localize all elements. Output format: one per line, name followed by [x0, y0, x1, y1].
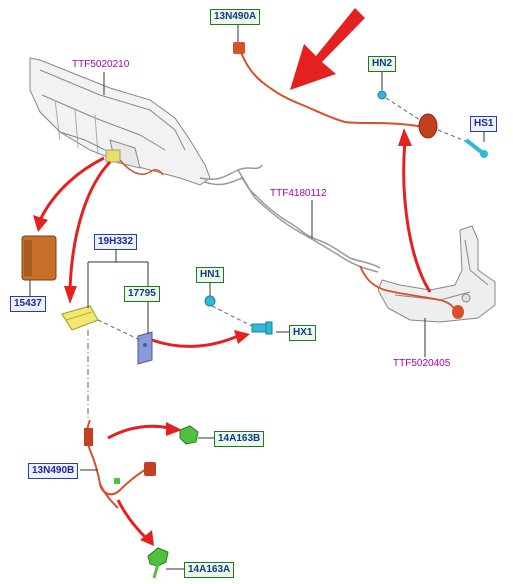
label-13n490a: 13N490A: [210, 9, 261, 25]
label-leader-lines: [29, 22, 485, 471]
red-arrowhead-14a163a: [140, 530, 154, 546]
red-arrow-to-19h332: [68, 160, 112, 291]
clip-icon: [179, 425, 199, 445]
clip-small-green: [114, 478, 120, 484]
connector-13n490b-b: [144, 462, 156, 476]
label-ttf4180112: TTF4180112: [270, 188, 327, 199]
label-14a163b: 14A163B: [214, 431, 265, 447]
label-ttf5020210: TTF5020210: [72, 59, 130, 70]
label-15437: 15437: [10, 296, 46, 312]
connector-icon: [61, 305, 99, 331]
connector-frame: [105, 149, 121, 163]
bracket-icon: [137, 331, 153, 365]
nut-hn1-icon: [204, 295, 216, 307]
cable-ttf4180112: [199, 164, 381, 273]
harness-near-hitch: [359, 265, 456, 311]
bolt-dash-line: [437, 129, 469, 143]
red-arrow-to-14a163b: [107, 424, 171, 440]
connector-13n490b-a: [84, 428, 93, 446]
grommet-connector: [418, 113, 438, 139]
harness-13n490a: [239, 49, 429, 129]
stud-hx1-icon: [251, 321, 273, 335]
nut-icon: [377, 90, 387, 100]
label-14a163a: 14A163A: [184, 562, 235, 578]
red-arrow-to-hx1: [151, 334, 239, 348]
bolt-icon: [464, 138, 488, 158]
label-hx1: HX1: [289, 325, 317, 341]
label-hn2: HN2: [368, 56, 397, 72]
red-arrow-to-15437: [38, 156, 105, 221]
dash-hn1-hx1: [211, 305, 253, 327]
tow-hitch-bracket: [377, 225, 496, 323]
red-arrowhead-right: [398, 128, 412, 146]
label-hn1: HN1: [196, 267, 225, 283]
nut-dash-line: [385, 97, 421, 121]
body-frame-structure: [29, 57, 211, 186]
red-curved-arrow-right: [402, 139, 432, 293]
red-arrowhead-15437: [33, 215, 48, 232]
harness-near-frame: [119, 159, 164, 176]
label-19h332: 19H332: [94, 234, 138, 250]
red-arrow-icon: [290, 8, 365, 90]
label-ttf5020405: TTF5020405: [393, 358, 451, 369]
dash-17795-to-hx1: [97, 319, 141, 341]
red-arrowhead-hx1: [234, 330, 250, 344]
label-13n490b: 13N490B: [28, 463, 79, 479]
red-arrowhead-14a163b: [166, 422, 182, 436]
clip-14a163a-icon: [147, 547, 169, 579]
connector-13n490a-end: [233, 42, 245, 54]
hitch-socket: [452, 305, 464, 319]
module-icon: [21, 235, 57, 281]
label-hs1: HS1: [470, 116, 498, 132]
label-17795: 17795: [124, 286, 160, 302]
red-arrow-to-14a163a: [116, 499, 148, 540]
red-arrowhead-19h332: [64, 286, 77, 304]
